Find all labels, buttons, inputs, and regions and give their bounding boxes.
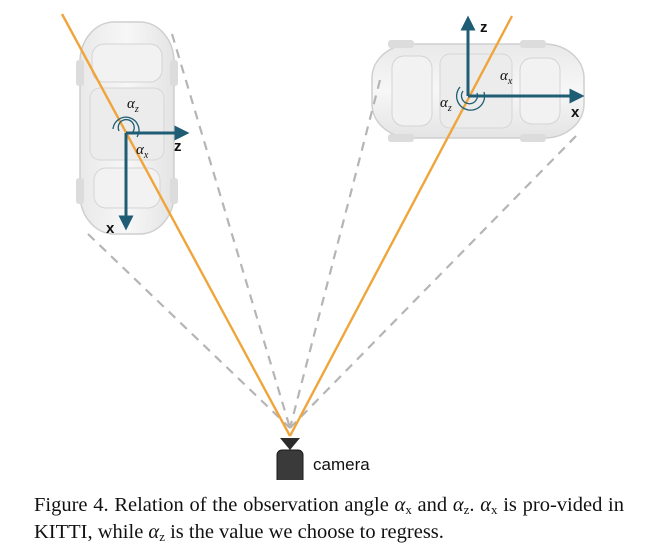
fov-lines [87, 33, 577, 429]
right-angle-arcs [455, 86, 486, 111]
left-x-axis-label: x [106, 220, 115, 237]
right-alpha-z-label: αz [440, 95, 452, 114]
figure-diagram: camera αz αx z x αz αx z x [60, 13, 585, 480]
camera-icon [276, 438, 304, 480]
right-alpha-x-label: αx [500, 68, 513, 87]
figure-caption: Figure 4. Relation of the observation an… [34, 494, 624, 544]
right-car-image [371, 40, 585, 142]
left-z-axis-label: z [174, 138, 182, 155]
left-angle-arcs [112, 116, 140, 138]
right-x-axis-label: x [571, 104, 580, 121]
left-car-axes [118, 125, 190, 231]
left-alpha-z-label: αz [127, 96, 139, 115]
camera-label: camera [313, 455, 370, 474]
right-z-axis-label: z [480, 19, 488, 36]
right-car-axes [460, 15, 585, 104]
left-car-image [76, 21, 178, 235]
observation-rays [60, 13, 514, 437]
left-alpha-x-label: αx [136, 142, 149, 161]
